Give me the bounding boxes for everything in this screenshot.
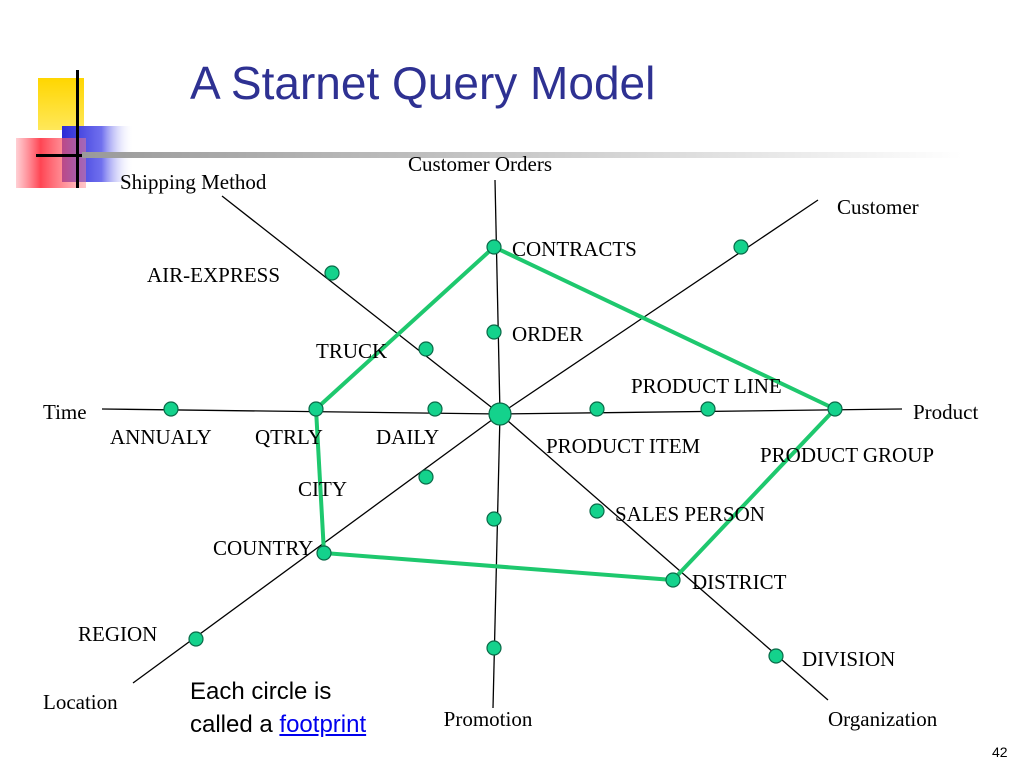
footprint-division[interactable] (768, 648, 784, 664)
axis-customer-orders (494, 179, 501, 415)
axis-label-product: Product (913, 400, 978, 424)
footprint-truck[interactable] (418, 341, 434, 357)
footprint-promotion-2[interactable] (486, 640, 502, 656)
axis-label-customer: Customer (837, 195, 919, 219)
footprint-qtrly[interactable] (308, 401, 324, 417)
label-order: ORDER (512, 322, 583, 346)
label-truck: TRUCK (316, 339, 387, 363)
label-daily: DAILY (376, 425, 439, 449)
slide-title: A Starnet Query Model (190, 57, 656, 109)
label-contracts: CONTRACTS (512, 237, 637, 261)
label-division: DIVISION (802, 647, 895, 671)
footprint-region[interactable] (188, 631, 204, 647)
footprint-product-line[interactable] (700, 401, 716, 417)
footprint-city[interactable] (418, 469, 434, 485)
title-divider (82, 152, 962, 158)
label-region: REGION (78, 622, 157, 646)
footprint-district[interactable] (665, 572, 681, 588)
footprint-product-group[interactable] (827, 401, 843, 417)
caption-line-2: called a footprint (190, 708, 366, 741)
label-qtrly: QTRLY (255, 425, 323, 449)
footprint-annualy[interactable] (163, 401, 179, 417)
footprint-customer[interactable] (733, 239, 749, 255)
footprint-link[interactable]: footprint (279, 711, 367, 738)
axis-customer (499, 199, 819, 415)
axis-label-promotion: Promotion (444, 707, 533, 731)
label-district: DISTRICT (692, 570, 787, 594)
axis-promotion (492, 413, 501, 709)
label-city: CITY (298, 477, 347, 501)
axis-label-location: Location (43, 690, 118, 714)
footprint-air-express[interactable] (324, 265, 340, 281)
axis-label-shipping-method: Shipping Method (120, 170, 267, 194)
axis-location (132, 413, 501, 684)
label-product-group: PRODUCT GROUP (760, 443, 934, 467)
slide-number: 42 (992, 744, 1008, 760)
footprint-labels: CONTRACTS ORDER AIR-EXPRESS TRUCK ANNUAL… (78, 237, 934, 671)
footprint-country[interactable] (316, 545, 332, 561)
footprint-sales-person[interactable] (589, 503, 605, 519)
footprint-daily[interactable] (427, 401, 443, 417)
axis-labels: Customer Orders Shipping Method Customer… (43, 152, 978, 731)
label-product-item: PRODUCT ITEM (546, 434, 701, 458)
label-product-line: PRODUCT LINE (631, 374, 782, 398)
axis-label-organization: Organization (828, 707, 938, 731)
footprint-order[interactable] (486, 324, 502, 340)
caption-line-1: Each circle is (190, 678, 332, 705)
label-air-express: AIR-EXPRESS (147, 263, 280, 287)
axis-shipping-method (221, 195, 501, 415)
axis-label-time: Time (43, 400, 87, 424)
query-path (314, 245, 837, 582)
caption-line-2-text: called a (190, 711, 273, 738)
footprints (163, 239, 843, 664)
label-sales-person: SALES PERSON (615, 502, 765, 526)
footprint-product-item[interactable] (589, 401, 605, 417)
footprint-caption: Each circle is called a footprint (190, 675, 366, 741)
center-footprint[interactable] (488, 402, 512, 426)
label-annualy: ANNUALY (110, 425, 212, 449)
footprint-contracts[interactable] (486, 239, 502, 255)
footprint-promotion-1[interactable] (486, 511, 502, 527)
label-country: COUNTRY (213, 536, 313, 560)
axis-label-customer-orders: Customer Orders (408, 152, 552, 176)
